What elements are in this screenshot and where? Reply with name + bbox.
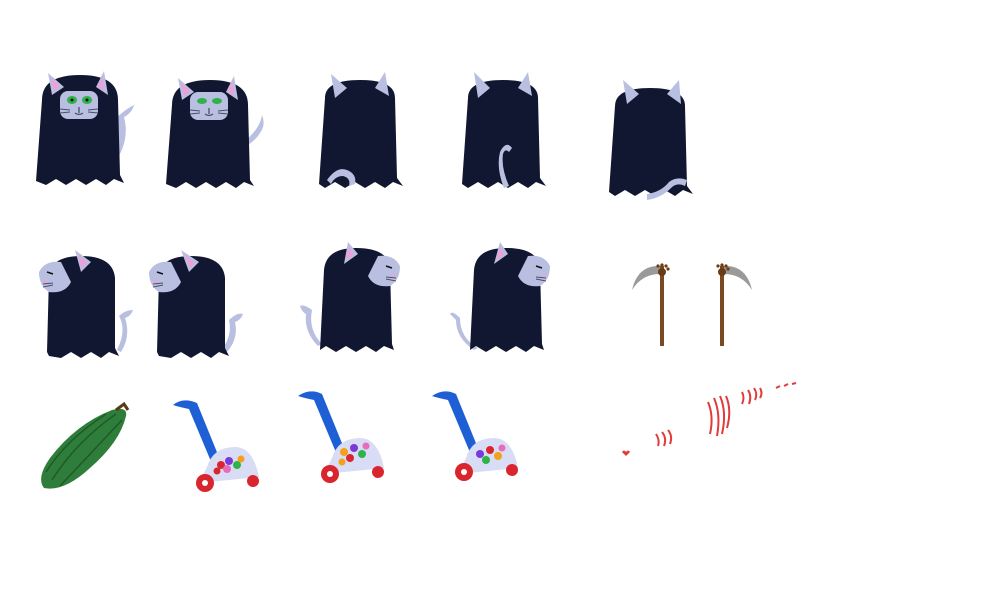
cucumber-sprite — [41, 401, 130, 489]
reaper-cat-back-frame-1 — [319, 72, 403, 188]
popper-mower-frame-3 — [432, 391, 518, 481]
reaper-cat-left-frame-2 — [149, 250, 243, 358]
reaper-cat-front-frame-1 — [36, 71, 134, 185]
scythe-left-frame — [632, 263, 670, 346]
reaper-cat-left-frame-1 — [39, 250, 133, 358]
reaper-cat-back-frame-2 — [462, 72, 546, 188]
popper-mower-frame-1 — [173, 400, 259, 492]
claw-slash-effect — [622, 382, 797, 456]
reaper-cat-back-frame-3 — [609, 80, 693, 200]
reaper-cat-right-frame-1 — [300, 242, 400, 352]
popper-mower-frame-2 — [298, 391, 384, 483]
reaper-cat-front-frame-2 — [166, 76, 264, 188]
reaper-cat-right-frame-2 — [450, 242, 550, 352]
scythe-right-frame — [716, 263, 752, 346]
